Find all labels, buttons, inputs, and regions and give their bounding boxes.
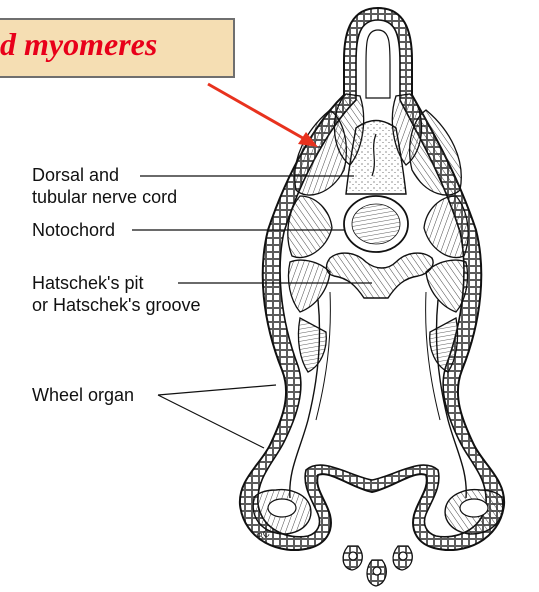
label-notochord: Notochord: [32, 219, 115, 241]
label-hatscheks-pit: Hatschek's pit or Hatschek's groove: [32, 272, 201, 316]
myomeres-callout-box: d myomeres: [0, 18, 235, 78]
callout-text: d myomeres: [0, 26, 157, 63]
label-dorsal-nerve-cord: Dorsal and tubular nerve cord: [32, 164, 177, 208]
label-wheel-organ: Wheel organ: [32, 384, 134, 406]
label-dorsal-line1: Dorsal and: [32, 164, 177, 186]
callout-arrow: [208, 84, 308, 141]
label-hatschek-line1: Hatschek's pit: [32, 272, 201, 294]
buccal-cirri: [343, 546, 412, 586]
label-dorsal-line2: tubular nerve cord: [32, 186, 177, 208]
label-hatschek-line2: or Hatschek's groove: [32, 294, 201, 316]
nerve-cord: [346, 121, 406, 195]
oral-hood-cavity: [366, 30, 390, 98]
